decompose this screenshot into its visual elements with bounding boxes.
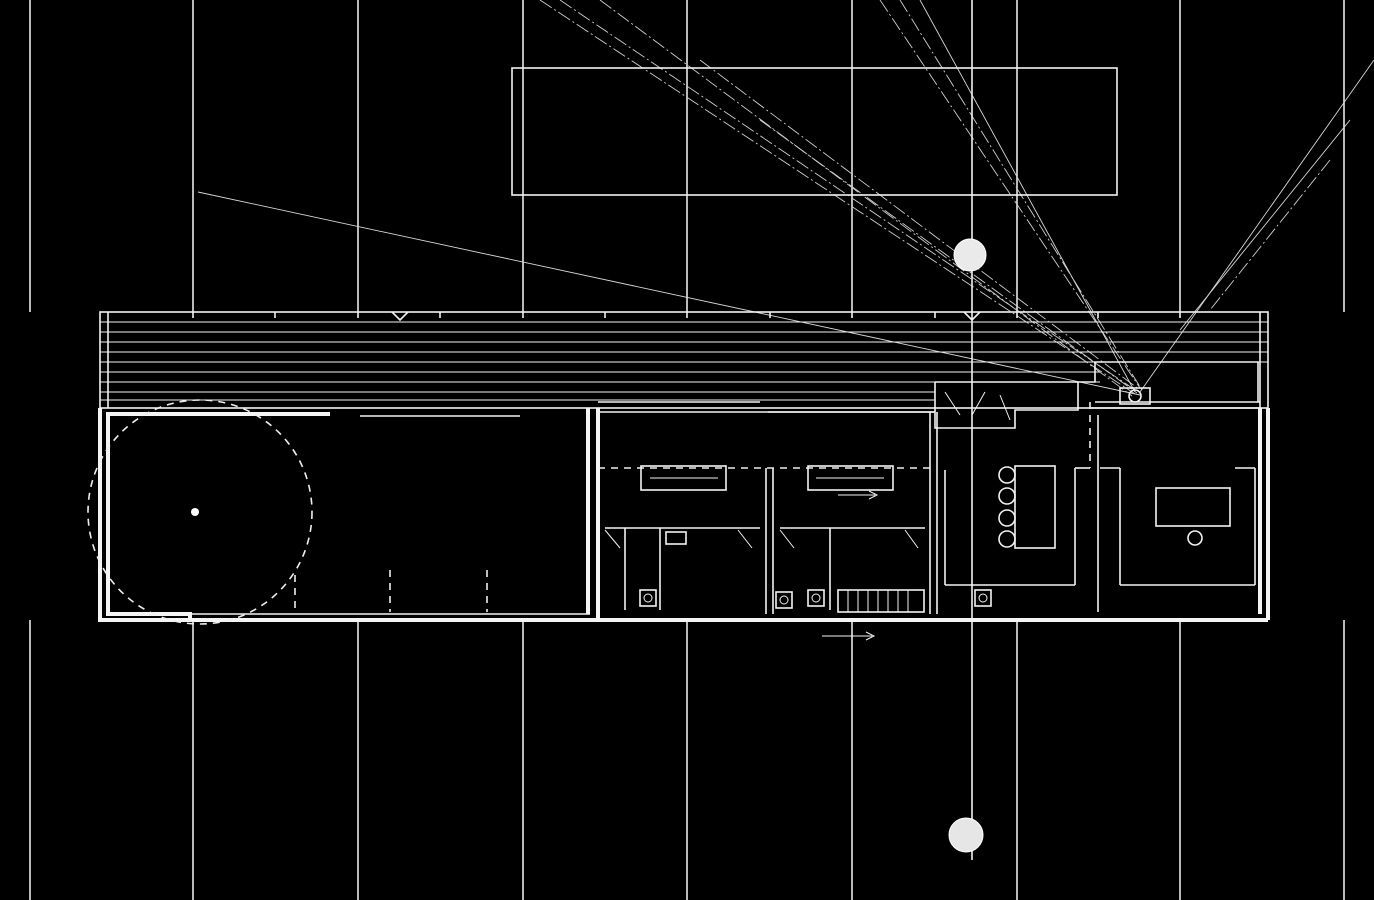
deck-posts [192,311,1181,322]
detached-block [511,67,1118,196]
exterior-walls [98,401,1270,622]
axis-marker-bottom [948,817,984,853]
bedroom-wing [598,412,938,641]
service-core [934,361,1259,612]
axis-marker-top [953,238,987,272]
projection-rays [197,0,1374,397]
deck [99,311,1269,409]
site-grid-lines [29,0,1345,900]
round-room [87,399,488,625]
